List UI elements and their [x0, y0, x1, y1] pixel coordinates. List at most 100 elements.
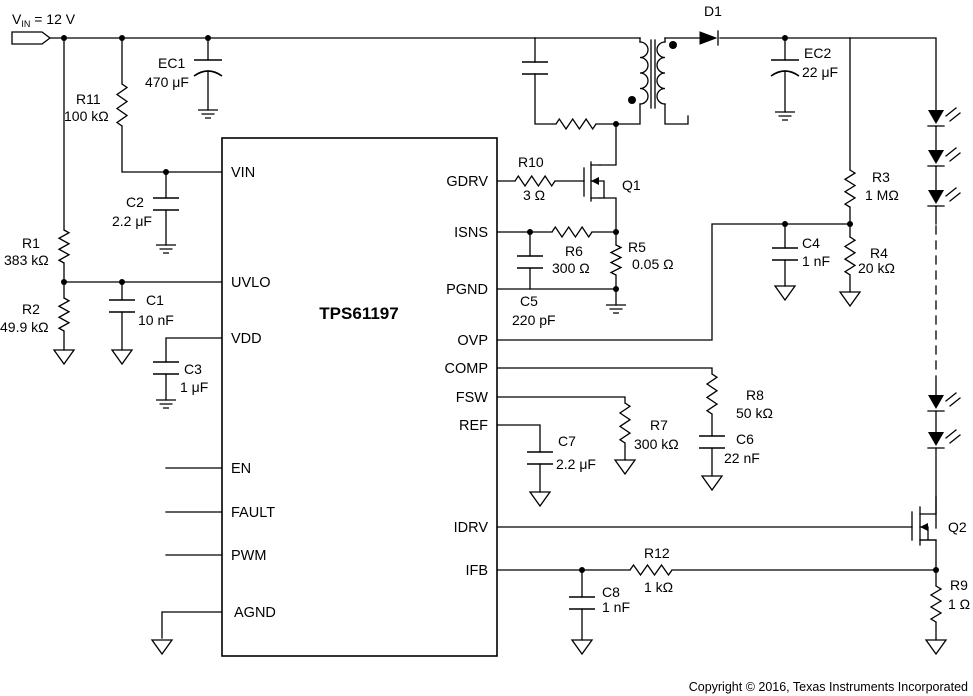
q2-mosfet [911, 496, 937, 546]
c6-value: 22 nF [724, 450, 760, 466]
c1-value: 10 nF [138, 312, 174, 328]
led-string [927, 107, 961, 449]
c1-ref: C1 [146, 292, 164, 308]
c8-ground [571, 639, 593, 655]
r12-value: 1 kΩ [644, 579, 673, 595]
d1-ref: D1 [704, 3, 722, 19]
r1-symbol [57, 229, 71, 264]
c1-ground [111, 349, 133, 365]
snubber-resistor-symbol [555, 117, 597, 131]
q1-mosfet [583, 161, 605, 202]
r10-value: 3 Ω [523, 187, 545, 203]
ic-name: TPS61197 [319, 304, 398, 323]
resistors [57, 83, 943, 623]
r10-ref: R10 [518, 154, 544, 170]
c4-symbol [772, 247, 798, 261]
r6-value: 300 Ω [552, 260, 590, 276]
vin-label: VIN = 12 V [12, 11, 76, 29]
led-4 [927, 392, 961, 412]
q1-ref: Q1 [622, 177, 641, 193]
r5-value: 0.05 Ω [632, 256, 674, 272]
pin-comp: COMP [445, 361, 489, 377]
copyright-text: Copyright © 2016, Texas Instruments Inco… [689, 680, 968, 694]
r8-symbol [705, 373, 719, 415]
r10-symbol [514, 174, 556, 188]
r8-value: 50 kΩ [736, 405, 773, 421]
ic-body [221, 137, 498, 657]
r6-ref: R6 [565, 243, 583, 259]
pin-ovp: OVP [457, 333, 488, 349]
pin-idrv: IDRV [454, 520, 489, 536]
r11-ref: R11 [76, 91, 101, 107]
c5-value: 220 pF [512, 312, 556, 328]
r5-symbol [609, 244, 623, 276]
ic-right-pins: GDRV ISNS PGND OVP COMP FSW REF IDRV IFB [445, 174, 489, 579]
vin-connector [11, 31, 52, 45]
wires [49, 37, 937, 641]
ec1-ground [197, 109, 219, 119]
pin-fault: FAULT [231, 505, 275, 521]
r4-symbol [843, 236, 857, 276]
pin-vin: VIN [231, 165, 255, 181]
c5-ref: C5 [520, 293, 538, 309]
c7-symbol [527, 451, 553, 465]
ec1-symbol [193, 59, 223, 77]
primary-dot [628, 96, 636, 104]
c6-ground [701, 475, 723, 491]
r1-ref: R1 [22, 235, 40, 251]
q2-ref: Q2 [948, 519, 967, 535]
r12-symbol [629, 563, 673, 577]
r1-value: 383 kΩ [4, 252, 49, 268]
r2-ground [53, 349, 75, 365]
c3-value: 1 μF [180, 379, 208, 395]
r7-value: 300 kΩ [634, 436, 679, 452]
ec1-ref: EC1 [158, 55, 185, 71]
ec2-ground [774, 111, 796, 121]
c2-ground [155, 244, 177, 254]
r8-ref: R8 [746, 387, 764, 403]
r4-value: 20 kΩ [858, 260, 895, 276]
r9-symbol [929, 585, 943, 623]
c4-ref: C4 [802, 235, 820, 251]
c8-ref: C8 [602, 584, 620, 600]
led-5 [927, 429, 961, 449]
r3-value: 1 MΩ [865, 187, 899, 203]
ec1-value: 470 μF [145, 74, 189, 90]
pgnd-ground [605, 304, 627, 314]
c4-ground [774, 285, 796, 301]
pin-ref: REF [459, 418, 488, 434]
c2-symbol [153, 197, 179, 211]
r9-ref: R9 [950, 577, 968, 593]
pin-pgnd: PGND [446, 282, 488, 298]
c3-ground [155, 399, 177, 409]
c2-value: 2.2 μF [112, 213, 152, 229]
r4-ref: R4 [870, 245, 888, 261]
pin-agnd: AGND [234, 605, 276, 621]
c7-ref: C7 [558, 433, 576, 449]
secondary-dot [669, 41, 677, 49]
pin-uvlo: UVLO [231, 275, 271, 291]
r6-symbol [551, 225, 593, 239]
r2-ref: R2 [22, 301, 40, 317]
r2-value: 49.9 kΩ [0, 319, 49, 335]
r11-symbol [115, 83, 129, 127]
pin-gdrv: GDRV [446, 174, 488, 190]
ic-left-pins: VIN UVLO VDD EN FAULT PWM AGND [231, 165, 276, 621]
r2-symbol [57, 297, 71, 332]
capacitors [109, 59, 800, 610]
c3-ref: C3 [184, 361, 202, 377]
pin-pwm: PWM [231, 548, 266, 564]
r4-ground [839, 291, 861, 307]
snubber-capacitor-symbol [522, 61, 548, 75]
c7-ground [529, 491, 551, 507]
r7-ground [614, 459, 636, 475]
c8-symbol [569, 596, 595, 610]
transformer [628, 39, 677, 109]
r9-ground [925, 639, 947, 655]
pin-fsw: FSW [456, 390, 489, 406]
c2-ref: C2 [126, 194, 144, 210]
ec2-ref: EC2 [804, 45, 831, 61]
c6-symbol [699, 435, 725, 449]
r7-ref: R7 [650, 417, 668, 433]
